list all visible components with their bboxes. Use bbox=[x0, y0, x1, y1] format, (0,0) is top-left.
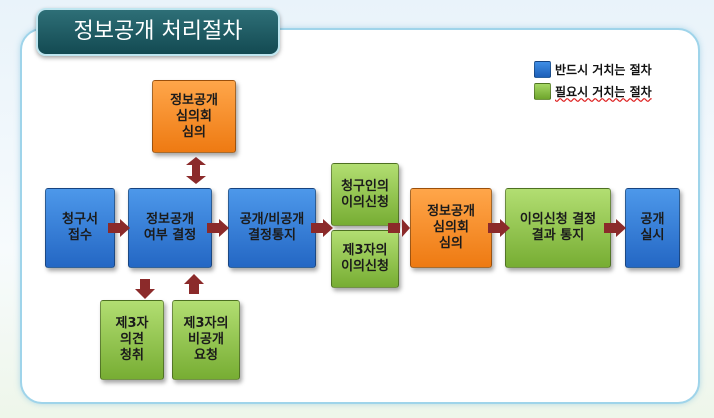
opinion-box: 제3자 의견 청취 bbox=[100, 300, 164, 380]
arrow-down-icon bbox=[135, 279, 155, 299]
legend-item-required: 반드시 거치는 절차 bbox=[534, 58, 652, 80]
arrow-right-icon bbox=[604, 219, 626, 237]
nondisclosure-request-box: 제3자의 비공개 요청 bbox=[172, 300, 240, 380]
arrow-right-icon bbox=[207, 219, 229, 237]
decision-box: 정보공개 여부 결정 bbox=[128, 188, 212, 268]
legend-label-optional: 필요시 거치는 절차 bbox=[555, 84, 652, 99]
legend-item-optional: 필요시 거치는 절차 bbox=[534, 80, 652, 102]
execution-box: 공개 실시 bbox=[625, 188, 680, 268]
arrow-right-icon bbox=[108, 219, 130, 237]
third-party-objection-box: 제3자의 이의신청 bbox=[331, 230, 399, 288]
arrow-up-icon bbox=[184, 274, 204, 294]
double-arrow-icon bbox=[186, 157, 206, 184]
blue-swatch-icon bbox=[534, 60, 551, 78]
result-notice-box: 이의신청 결정 결과 통지 bbox=[505, 188, 611, 268]
arrow-right-icon bbox=[488, 219, 510, 237]
green-swatch-icon bbox=[534, 82, 551, 100]
committee-review-mid: 정보공개 심의회 심의 bbox=[410, 188, 492, 268]
legend-label-required: 반드시 거치는 절차 bbox=[555, 62, 652, 77]
legend: 반드시 거치는 절차 필요시 거치는 절차 bbox=[534, 58, 652, 102]
claimant-objection-box: 청구인의 이의신청 bbox=[331, 163, 399, 226]
notice-box: 공개/비공개 결정통지 bbox=[228, 188, 316, 268]
arrow-right-icon bbox=[388, 219, 410, 237]
receipt-box: 청구서 접수 bbox=[45, 188, 115, 268]
arrow-right-icon bbox=[311, 219, 333, 237]
committee-review-top: 정보공개 심의회 심의 bbox=[152, 80, 236, 153]
page-title: 정보공개 처리절차 bbox=[36, 8, 280, 56]
